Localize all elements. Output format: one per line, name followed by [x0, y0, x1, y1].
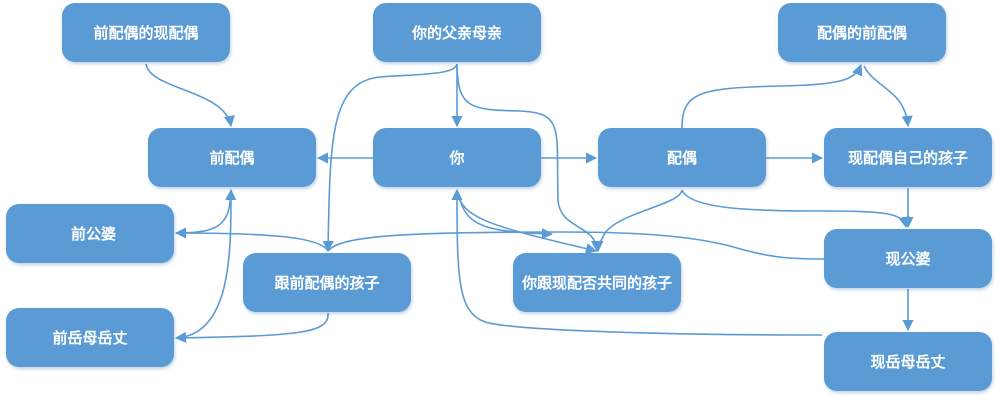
node-label: 前公婆 [70, 224, 116, 243]
edge-kids-prev-to-prev-in-laws-h [174, 227, 329, 252]
edge-spouse-to-spouse-prev [681, 63, 863, 129]
node-label: 现公婆 [885, 249, 931, 268]
edge-kids-prev-to-prev-in-laws-w [175, 312, 329, 339]
node-current-in-laws-wife-side[interactable]: 现岳母岳丈 [824, 332, 992, 391]
node-label: 前配偶 [209, 148, 255, 167]
node-prev-spouse[interactable]: 前配偶 [148, 128, 316, 187]
node-prev-in-laws-wife-side[interactable]: 前岳母岳丈 [6, 308, 174, 367]
edge-curr-in-laws-w-to-you [451, 188, 823, 336]
node-label: 你跟现配否共同的孩子 [521, 273, 672, 292]
node-common-kids[interactable]: 你跟现配否共同的孩子 [513, 253, 681, 312]
node-label: 配偶 [666, 148, 697, 167]
node-label: 现岳母岳丈 [870, 352, 946, 371]
node-label: 前配偶的现配偶 [93, 23, 199, 42]
node-label: 你的父亲母亲 [411, 23, 502, 42]
edge-to-prev-spouse-from-below [175, 188, 237, 234]
node-your-parents[interactable]: 你的父亲母亲 [373, 3, 541, 62]
edge-you-to-arrow-mid [458, 194, 554, 240]
node-label: 前岳母岳丈 [52, 328, 128, 347]
node-prev-spouse-current-spouse[interactable]: 前配偶的现配偶 [62, 3, 230, 62]
node-spouse[interactable]: 配偶 [598, 128, 766, 187]
node-spouse-own-kids[interactable]: 现配偶自己的孩子 [824, 128, 992, 187]
node-kids-with-prev-spouse[interactable]: 跟前配偶的孩子 [243, 253, 411, 312]
node-prev-in-laws-husband-side[interactable]: 前公婆 [6, 204, 174, 263]
node-you[interactable]: 你 [373, 128, 541, 187]
node-label: 跟前配偶的孩子 [274, 273, 380, 292]
edge-prev-spouse-current-to-prev-spouse [145, 63, 235, 128]
edge-kids-prev-to-curr-in-laws-h [327, 231, 825, 260]
edge-you-to-kids-common [456, 189, 598, 255]
edge-prev-spouse-to-prev-in-laws-w [174, 189, 232, 344]
node-label: 配偶的前配偶 [816, 23, 907, 42]
edge-spouse-to-kids-common [592, 189, 683, 253]
edge-parents-to-kids-common [456, 65, 603, 253]
edge-spouse-to-curr-in-laws-h [681, 189, 910, 229]
node-label: 现配偶自己的孩子 [847, 148, 968, 167]
node-spouse-prev-spouse[interactable]: 配偶的前配偶 [778, 3, 946, 62]
node-current-in-laws-husband-side[interactable]: 现公婆 [824, 229, 992, 288]
edge-spouse-prev-to-own-kids [863, 65, 913, 128]
node-label: 你 [449, 148, 465, 167]
edge-parents-to-kids-prev [322, 63, 458, 253]
